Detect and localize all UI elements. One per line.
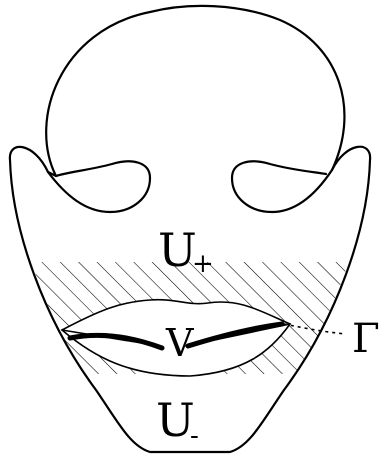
label-u-minus-sub: - [190, 421, 199, 451]
label-u-plus-main: U [158, 223, 197, 277]
right-inner-loop [232, 161, 332, 212]
label-u-minus-main: U [156, 393, 195, 447]
label-u-plus-sub: + [192, 249, 214, 279]
label-gamma: Γ [352, 316, 380, 362]
left-inner-loop [48, 161, 150, 212]
label-v: V [165, 321, 194, 365]
